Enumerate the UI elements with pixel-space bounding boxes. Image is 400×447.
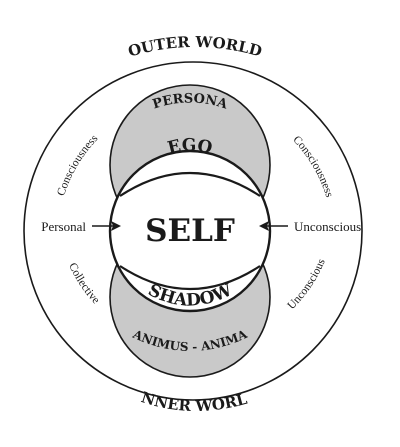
personal-arrow xyxy=(92,221,121,231)
consciousness-right-label: Consciousness xyxy=(290,134,335,200)
unconscious-arc-label: Unconscious xyxy=(285,257,327,312)
consciousness-left-label: Consciousness xyxy=(55,132,100,197)
personal-label: Personal xyxy=(41,219,86,234)
outer-world-label: OUTER WORLD xyxy=(126,33,264,61)
unconscious-arrow xyxy=(259,221,288,231)
self-circle xyxy=(108,149,272,313)
self-label: SELF xyxy=(145,213,235,249)
collective-label: Collective xyxy=(66,261,102,306)
shadow-boundary-line xyxy=(119,265,261,290)
persona-label: PERSONA xyxy=(151,91,230,112)
ego-boundary-line xyxy=(119,172,261,197)
outer-circle xyxy=(23,61,363,401)
unconscious-side-label: Unconscious xyxy=(294,219,361,234)
ego-label: EGO xyxy=(166,135,215,158)
